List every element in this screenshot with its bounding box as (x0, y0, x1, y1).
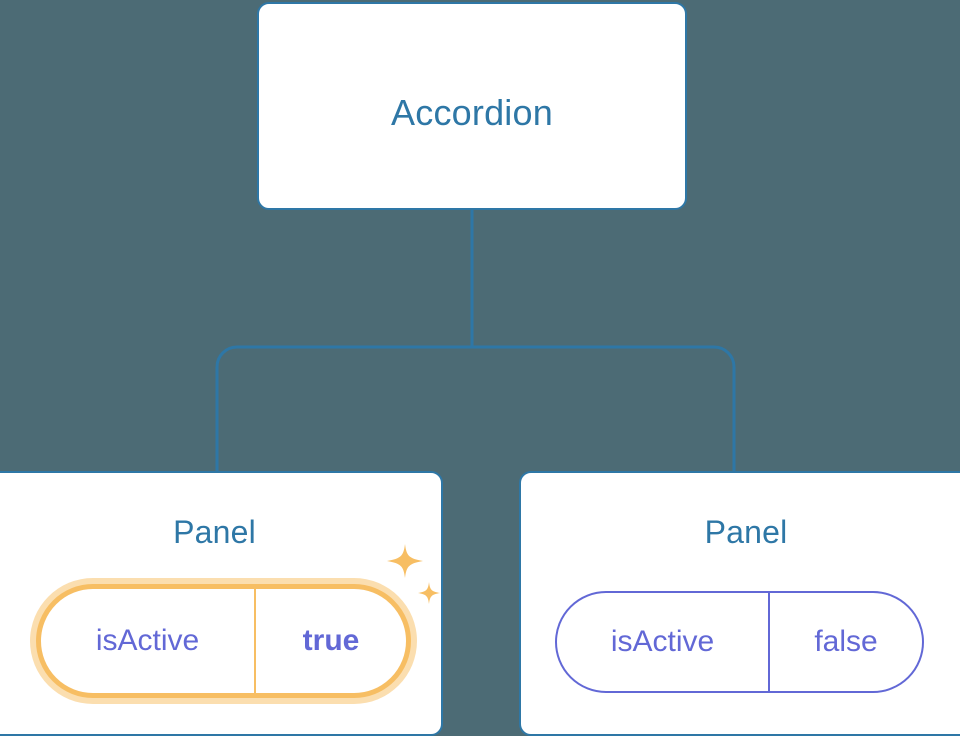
prop-key-right: isActive (557, 593, 770, 691)
node-title-accordion: Accordion (391, 92, 553, 133)
connector-branch-left (215, 345, 472, 471)
prop-value-right: false (814, 625, 878, 658)
prop-key-left: isActive (41, 589, 256, 693)
connector-branch-right (472, 345, 736, 471)
node-title-panel-right: Panel (704, 514, 788, 550)
prop-value-left: true (302, 624, 360, 657)
prop-pill-left[interactable]: isActive true (36, 584, 411, 698)
node-card-accordion[interactable]: Accordion (257, 2, 687, 210)
node-title-panel-left: Panel (173, 514, 256, 550)
prop-pill-right[interactable]: isActive false (555, 591, 924, 693)
